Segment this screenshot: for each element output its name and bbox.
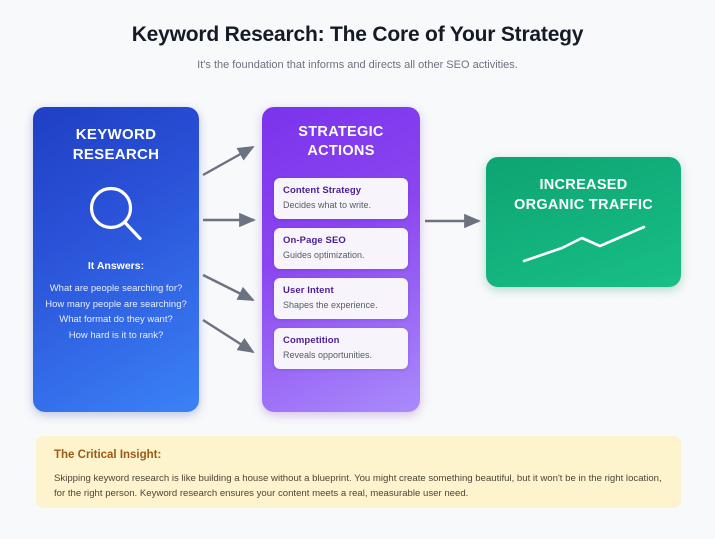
action-card-title: User Intent xyxy=(283,285,334,296)
action-card-desc: Reveals opportunities. xyxy=(283,350,373,360)
page-title: Keyword Research: The Core of Your Strat… xyxy=(131,23,584,46)
header: Keyword Research: The Core of Your Strat… xyxy=(0,22,715,72)
critical-insight-body: Skipping keyword research is like buildi… xyxy=(54,473,662,499)
keyword-research-heading: KEYWORD RESEARCH xyxy=(43,125,189,165)
arrow-keyword-to-content-strategy xyxy=(202,145,255,177)
action-card-on-page-seo[interactable]: On-Page SEO Guides optimization. xyxy=(274,228,408,269)
strategic-actions-heading-line2: ACTIONS xyxy=(307,143,375,159)
strategic-actions-panel: STRATEGIC ACTIONS Content Strategy Decid… xyxy=(262,107,420,412)
page-subtitle: It's the foundation that informs and dir… xyxy=(197,59,518,71)
strategic-actions-heading: STRATEGIC ACTIONS xyxy=(274,123,408,161)
critical-insight-callout: The Critical Insight: Skipping keyword r… xyxy=(36,436,681,508)
answers-question-list: What are people searching for? How many … xyxy=(43,281,189,343)
critical-insight-title: The Critical Insight: xyxy=(54,449,162,461)
upward-trend-line-icon xyxy=(522,225,645,263)
action-card-desc: Decides what to write. xyxy=(283,200,372,210)
organic-traffic-panel: INCREASED ORGANIC TRAFFIC xyxy=(486,157,681,287)
action-card-user-intent[interactable]: User Intent Shapes the experience. xyxy=(274,278,408,319)
action-card-desc: Guides optimization. xyxy=(283,250,365,260)
action-card-list: Content Strategy Decides what to write. … xyxy=(274,178,408,369)
organic-traffic-heading: INCREASED ORGANIC TRAFFIC xyxy=(496,175,671,215)
keyword-research-heading-line2: RESEARCH xyxy=(72,146,160,163)
magnifying-glass-icon xyxy=(89,186,142,241)
arrow-keyword-to-competition xyxy=(202,318,255,354)
magnifier-icon-wrap xyxy=(43,183,189,245)
list-item: How many people are searching? xyxy=(45,298,187,310)
organic-traffic-heading-line1: INCREASED xyxy=(539,177,628,193)
action-card-desc: Shapes the experience. xyxy=(283,300,378,310)
strategic-actions-heading-line1: STRATEGIC xyxy=(298,124,384,140)
action-card-title: On-Page SEO xyxy=(283,235,346,246)
arrow-keyword-to-user-intent xyxy=(202,273,255,302)
list-item: What are people searching for? xyxy=(49,283,183,294)
answers-label: It Answers: xyxy=(87,260,145,272)
trend-icon-wrap xyxy=(496,225,671,265)
organic-traffic-heading-line2: ORGANIC TRAFFIC xyxy=(513,197,653,213)
action-card-title: Competition xyxy=(283,335,340,346)
list-item: How hard is it to rank? xyxy=(68,329,164,341)
action-card-title: Content Strategy xyxy=(283,185,362,196)
list-item: What format do they want? xyxy=(59,314,173,325)
keyword-research-heading-line1: KEYWORD xyxy=(75,126,157,143)
action-card-competition[interactable]: Competition Reveals opportunities. xyxy=(274,328,408,369)
keyword-research-panel: KEYWORD RESEARCH It Answers: What are pe… xyxy=(33,107,199,412)
action-card-content-strategy[interactable]: Content Strategy Decides what to write. xyxy=(274,178,408,219)
